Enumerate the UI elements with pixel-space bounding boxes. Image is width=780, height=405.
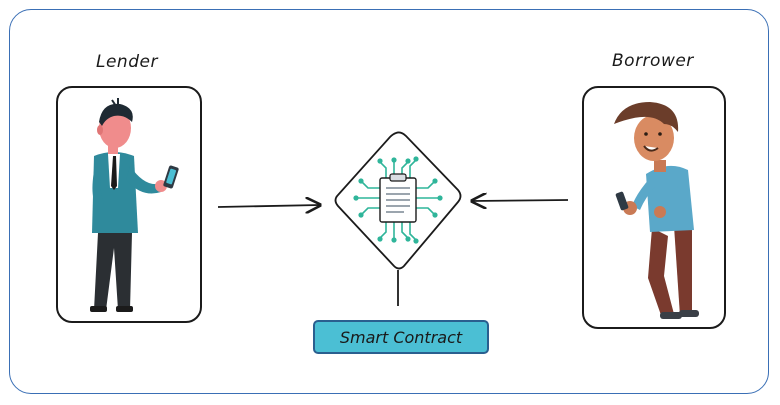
borrower-card [582, 86, 726, 329]
borrower-label: Borrower [612, 51, 694, 71]
lender-label: Lender [96, 52, 158, 72]
lender-to-contract-arrow [217, 205, 320, 207]
borrower-figure [614, 102, 699, 319]
lender-card [56, 86, 202, 323]
smart-contract-label: Smart Contract [313, 320, 489, 354]
borrower-to-contract-arrow [472, 200, 569, 201]
lender-figure [90, 98, 179, 312]
contract-document-icon [379, 173, 417, 223]
smart-contract-text: Smart Contract [339, 327, 463, 347]
